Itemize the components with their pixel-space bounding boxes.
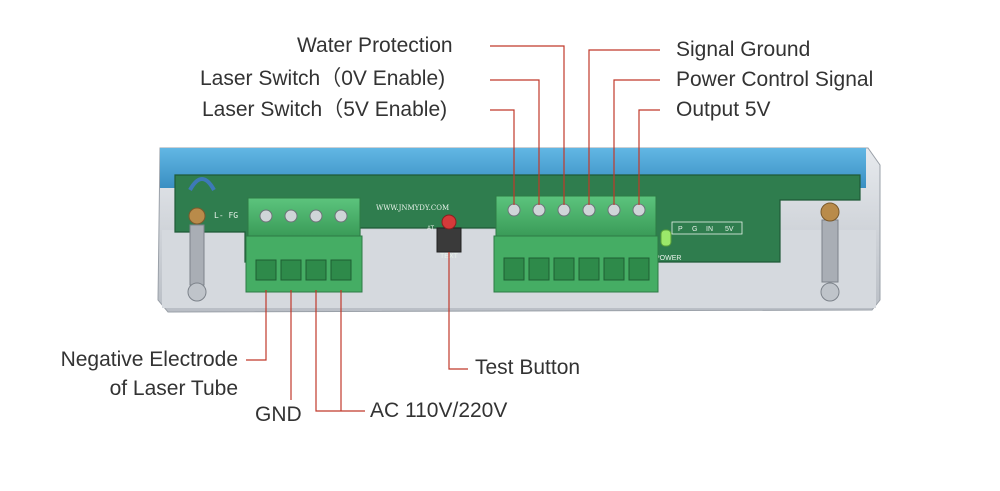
silk-g: G xyxy=(692,226,697,233)
label-laser-switch-0v: Laser Switch（0V Enable) xyxy=(200,67,446,90)
test-button-switch xyxy=(436,214,462,253)
standoff-left xyxy=(187,207,207,302)
label-laser-switch-5v: Laser Switch（5V Enable) xyxy=(202,98,448,121)
label-gnd: GND xyxy=(255,403,302,426)
leader-water-protection xyxy=(490,45,565,205)
leader-power-control xyxy=(613,79,660,205)
label-water-protection: Water Protection xyxy=(297,34,453,57)
terminal-block-right xyxy=(493,195,659,293)
leader-lines xyxy=(246,45,660,412)
label-negative-electrode-line2: of Laser Tube xyxy=(109,377,238,400)
leader-test-button xyxy=(448,252,468,370)
left-block-silk: L- FG xyxy=(214,211,238,220)
leader-laser-switch-5v xyxy=(490,109,515,205)
silk-p: P xyxy=(678,226,683,233)
website-silk: WWW.JNMYDY.COM xyxy=(376,204,449,212)
silk-in: IN xyxy=(706,226,713,233)
button-silk: AT xyxy=(427,226,435,232)
leader-laser-switch-0v xyxy=(490,79,540,205)
label-signal-ground: Signal Ground xyxy=(676,38,811,61)
leader-ac-a xyxy=(315,290,365,412)
power-led xyxy=(660,229,672,247)
label-power-control-signal: Power Control Signal xyxy=(676,68,874,91)
label-ac: AC 110V/220V xyxy=(370,399,508,422)
label-test-button: Test Button xyxy=(475,356,581,379)
label-output-5v: Output 5V xyxy=(676,98,771,121)
silk-5v: 5V xyxy=(725,226,734,233)
terminal-block-left xyxy=(245,197,363,293)
standoff-right xyxy=(820,202,840,302)
leader-output-5v xyxy=(638,109,660,205)
right-block-silk: P G IN 5V xyxy=(671,221,743,235)
power-silk: POWER xyxy=(655,255,681,262)
leader-signal-ground xyxy=(588,49,660,205)
label-negative-electrode-line1: Negative Electrode xyxy=(60,348,238,371)
leader-negative-electrode xyxy=(246,290,267,361)
